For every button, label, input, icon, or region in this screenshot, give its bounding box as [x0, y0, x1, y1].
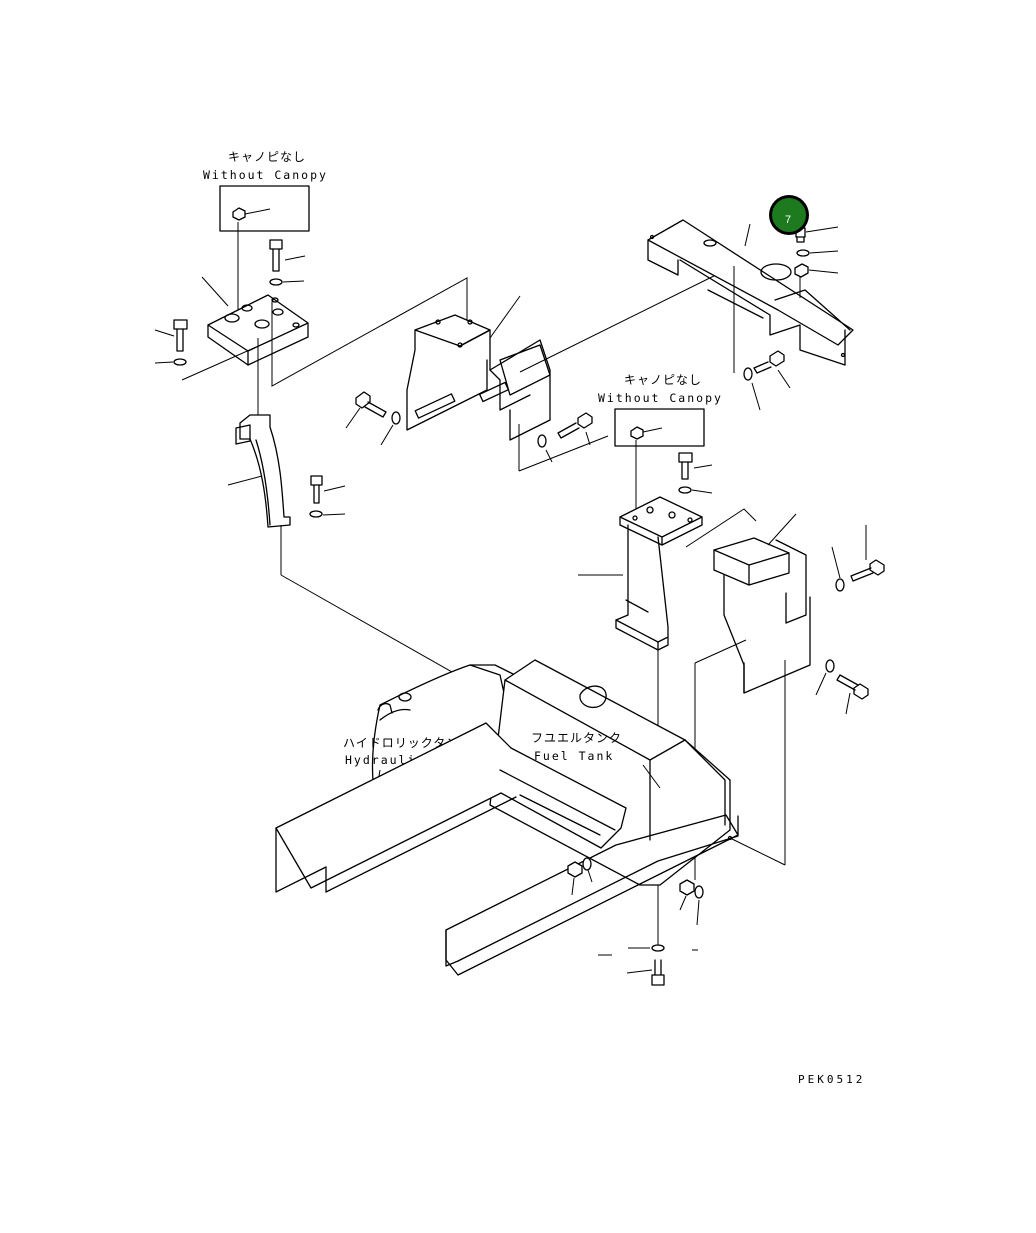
right-inset-plug: [630, 426, 663, 510]
center-bracket: [406, 265, 735, 472]
top-cover: [647, 219, 854, 373]
right-no-canopy-en-label: Without Canopy: [598, 391, 723, 405]
center-bolt-left: [345, 391, 401, 446]
top-cover-hardware: [743, 226, 839, 411]
left-no-canopy-jp-label: キャノピなし: [228, 150, 306, 164]
fuel-tank: [489, 659, 731, 886]
left-bolt-top: [269, 239, 306, 286]
drawing-code: PEK0512: [798, 1073, 865, 1086]
left-stay: [227, 414, 291, 575]
fuel-tank-jp-label: フユエルタンク: [531, 731, 622, 745]
right-stand: [578, 496, 757, 945]
frame: [275, 722, 739, 976]
center-bolt-right: [537, 412, 593, 463]
right-inset-box: [614, 408, 705, 447]
right-no-canopy-jp-label: キャノピなし: [624, 373, 702, 387]
fuel-tank-en-label: Fuel Tank: [534, 749, 614, 763]
callout-7[interactable]: 7: [769, 195, 809, 235]
right-side-bolt-top: [831, 525, 885, 592]
frame-nut-right: [679, 879, 704, 926]
left-inset-plug: [232, 207, 271, 320]
left-plate: [181, 276, 468, 420]
fuel-tank-leader: [642, 764, 661, 789]
right-bolt-top: [678, 452, 713, 494]
callout-number: 7: [785, 214, 791, 226]
left-stay-bolt: [309, 475, 346, 518]
left-no-canopy-en-label: Without Canopy: [203, 168, 328, 182]
frame-nut-left: [567, 857, 593, 896]
bottom-bolt: [598, 944, 698, 986]
right-side-bolt-bottom: [815, 659, 869, 715]
left-bolt-side: [154, 319, 188, 366]
left-inset-box: [219, 185, 310, 232]
